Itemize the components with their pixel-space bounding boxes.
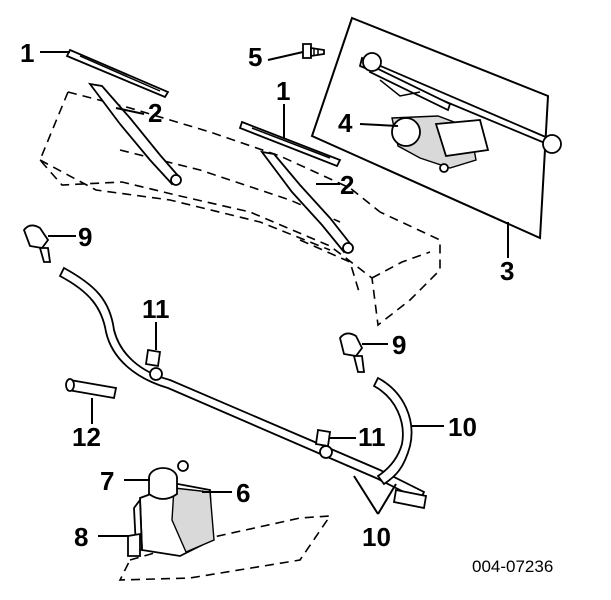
wiper-blade-right (238, 120, 342, 168)
washer-pump (127, 532, 141, 557)
wiper-linkage (358, 52, 562, 154)
washer-hose-main (58, 266, 426, 502)
wiper-blade-left (65, 48, 170, 99)
callout-2-right: 2 (340, 170, 354, 200)
callout-4: 4 (338, 108, 353, 138)
washer-hose-right (372, 376, 413, 486)
wiper-arm-right (259, 150, 354, 254)
callout-12: 12 (72, 422, 101, 452)
washer-nozzle-left (22, 224, 52, 263)
mounting-screw (302, 43, 325, 59)
callout-7: 7 (100, 466, 114, 496)
figure-id: 004-07236 (472, 557, 553, 576)
callout-6: 6 (236, 478, 250, 508)
wiper-arm-left (87, 82, 182, 186)
callout-11-upper: 11 (142, 294, 170, 324)
hose-connector (65, 378, 118, 400)
callout-9-right: 9 (392, 330, 406, 360)
washer-nozzle-right (339, 332, 366, 373)
callout-11-lower: 11 (358, 422, 386, 452)
callout-3: 3 (500, 256, 514, 286)
hose-clip-lower (314, 428, 333, 459)
callout-2-left: 2 (148, 98, 162, 128)
washer-hose-end (392, 488, 428, 510)
callout-1-right: 1 (276, 76, 290, 106)
callout-8: 8 (74, 522, 88, 552)
hose-clip-upper (144, 348, 163, 381)
wiper-linkage-inset-box (310, 16, 550, 240)
reservoir-cap (148, 460, 189, 500)
washer-reservoir (118, 483, 332, 581)
callout-10-bottom: 10 (362, 522, 391, 552)
leader-lines (40, 51, 509, 537)
wiper-motor (391, 115, 490, 173)
callout-10-right: 10 (448, 412, 477, 442)
callout-1-left: 1 (20, 38, 34, 68)
callout-5: 5 (248, 42, 262, 72)
callout-9-left: 9 (78, 222, 92, 252)
